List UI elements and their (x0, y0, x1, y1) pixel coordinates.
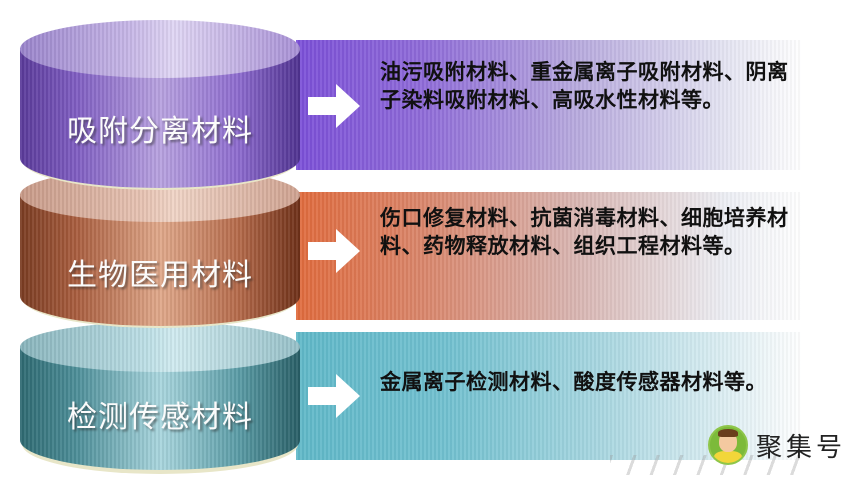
banner-adsorption: 油污吸附材料、重金属离子吸附材料、阴离子染料吸附材料、高吸水性材料等。 (296, 40, 802, 170)
cylinder-adsorption: 吸附分离材料 (20, 20, 300, 190)
category-description: 伤口修复材料、抗菌消毒材料、细胞培养材料、药物释放材料、组织工程材料等。 (380, 206, 789, 258)
arrow-right-icon (308, 84, 360, 128)
category-label: 生物医用材料 (67, 258, 253, 293)
arrow-right-icon (308, 229, 360, 273)
decorative-flourish (610, 455, 810, 475)
cylinder-top (20, 20, 300, 78)
arrow-right-icon (308, 374, 360, 418)
cylinder-body (20, 48, 300, 188)
category-description: 油污吸附材料、重金属离子吸附材料、阴离子染料吸附材料、高吸水性材料等。 (380, 60, 789, 112)
category-label: 吸附分离材料 (67, 114, 253, 149)
cylinder-biomedical: 生物医用材料 (20, 168, 300, 328)
cylinder-top (20, 322, 300, 372)
stripe-texture (296, 192, 802, 320)
cylinder-sensing: 检测传感材料 (20, 322, 300, 474)
stripe-texture (296, 40, 802, 170)
watermark-logo: 聚集号 (708, 425, 846, 465)
category-label: 检测传感材料 (67, 400, 253, 435)
cartoon-avatar-icon (708, 425, 748, 465)
category-description: 金属离子检测材料、酸度传感器材料等。 (380, 370, 767, 394)
watermark-text: 聚集号 (756, 432, 847, 463)
banner-biomedical: 伤口修复材料、抗菌消毒材料、细胞培养材料、药物释放材料、组织工程材料等。 (296, 192, 802, 320)
